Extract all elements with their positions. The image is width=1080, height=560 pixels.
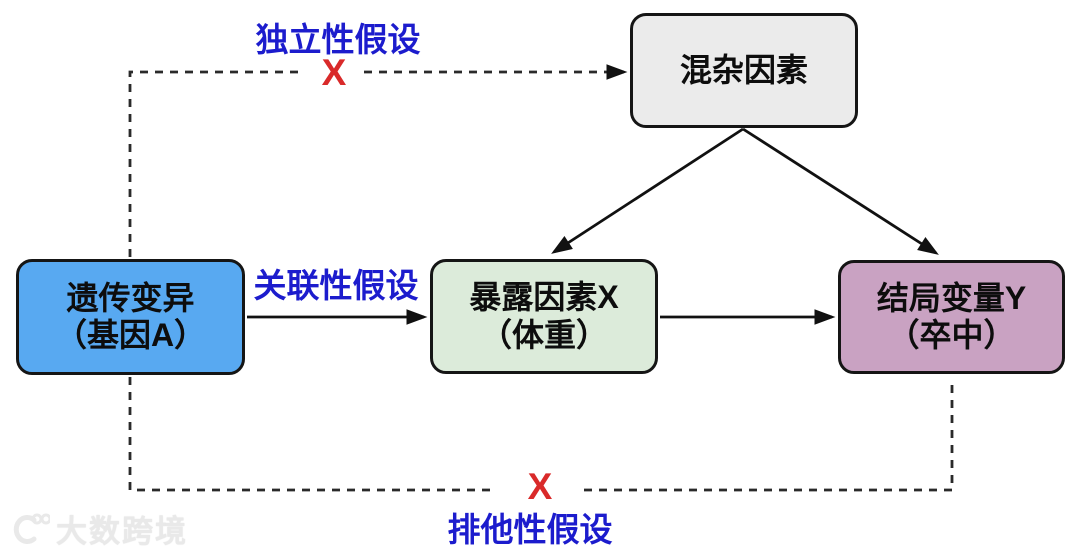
node-outcome: 结局变量Y （卒中） (838, 260, 1065, 374)
independence-assumption-label: 独立性假设 (255, 21, 421, 58)
exclusion-assumption-label: 排他性假设 (447, 511, 613, 548)
violation-cross-top: X (321, 52, 347, 93)
association-assumption-label: 关联性假设 (253, 267, 419, 304)
node-confounder-label: 混杂因素 (679, 51, 808, 88)
watermark-logo-icon (13, 513, 50, 544)
node-outcome-line1: 结局变量Y (876, 279, 1027, 316)
confounder-to-exposure-arrow (551, 127, 744, 254)
node-exposure: 暴露因素X （体重） (430, 259, 658, 374)
node-genetic-line2: （基因A） (54, 317, 207, 353)
exclusion-dashed-line-right (584, 378, 954, 492)
watermark-text: 大数跨境 (56, 514, 188, 549)
violation-cross-bottom: X (527, 466, 553, 507)
node-confounder: 混杂因素 (630, 13, 858, 128)
watermark: 大数跨境 (10, 506, 188, 551)
node-exposure-line1: 暴露因素X (469, 279, 619, 316)
independence-dashed-line-left (128, 70, 303, 257)
node-genetic-variant: 遗传变异 （基因A） (16, 259, 245, 375)
node-outcome-line2: （卒中） (887, 317, 1016, 353)
exclusion-dashed-line-left (128, 377, 496, 492)
confounder-to-outcome-arrow (742, 127, 939, 255)
node-genetic-line1: 遗传变异 (66, 279, 195, 316)
node-exposure-line2: （体重） (479, 316, 608, 353)
